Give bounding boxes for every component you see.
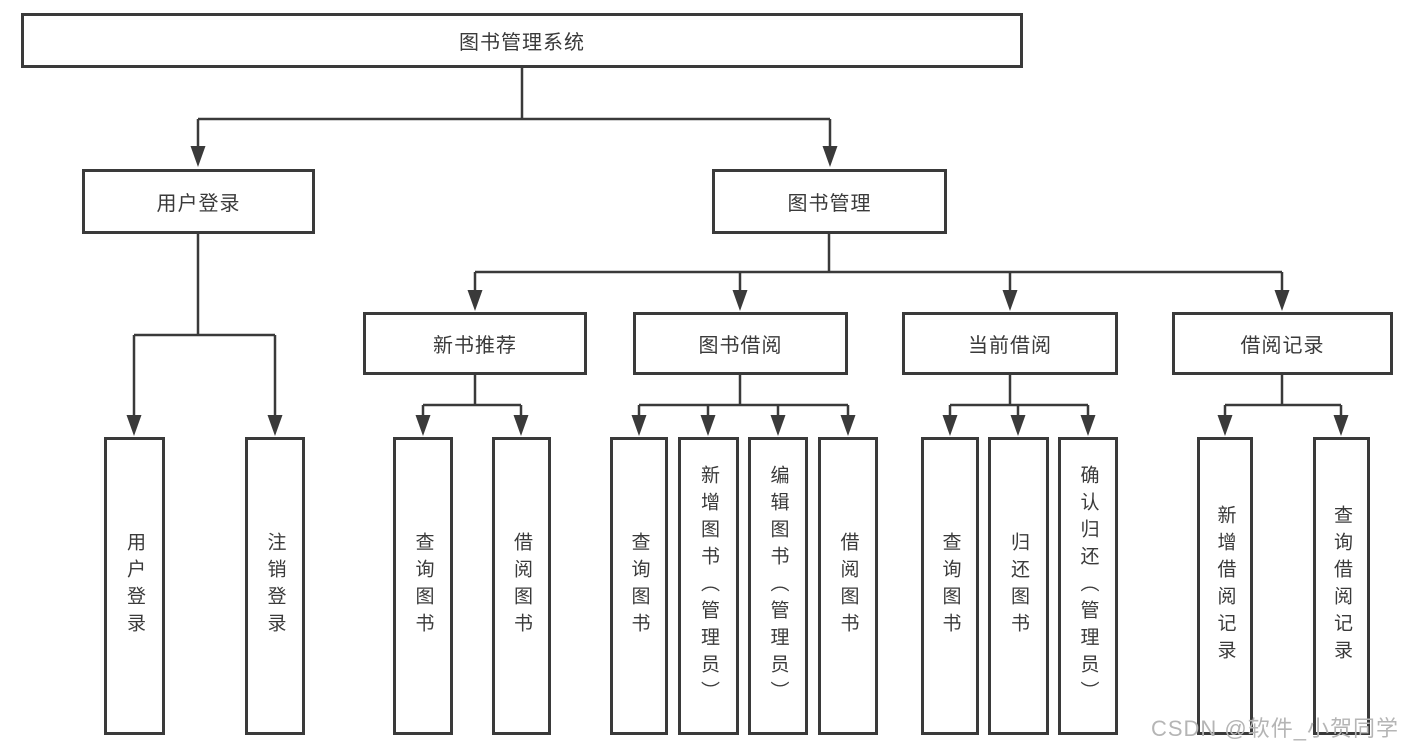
leaf-query-borrow-record-label: 查询借阅记录 [1331,505,1352,667]
node-user-login-label: 用户登录 [156,193,241,215]
leaf-user-login-label: 用户登录 [124,532,145,640]
watermark: CSDN @软件_小贺同学 [1150,716,1399,741]
connector-borrow-record-group [1223,375,1343,420]
connector-user-login-group [132,234,277,420]
arrowheads [126,146,1349,436]
leaf-confirm-return-admin: 确认归还（管理员） [1058,437,1118,735]
leaf-edit-books-admin: 编辑图书（管理员） [748,437,808,735]
leaf-query-books-borrow-label: 查询图书 [628,532,650,640]
leaf-return-books: 归还图书 [988,437,1049,735]
connector-root-to-level2 [196,68,832,150]
leaf-borrow-books-label: 借阅图书 [837,532,859,640]
leaf-edit-books-admin-label: 编辑图书（管理员） [767,464,789,708]
leaf-add-borrow-record: 新增借阅记录 [1197,437,1253,735]
leaf-query-borrow-record: 查询借阅记录 [1313,437,1370,735]
node-book-borrow-label: 图书借阅 [698,335,783,357]
leaf-return-books-label: 归还图书 [1008,532,1029,640]
leaf-borrow-books-recommend: 借阅图书 [492,437,551,735]
node-root: 图书管理系统 [21,13,1023,68]
connector-book-borrow-group [637,375,850,420]
leaf-logout-label: 注销登录 [264,532,286,640]
leaf-query-books-recommend-label: 查询图书 [412,532,434,640]
node-new-book-recommend-label: 新书推荐 [433,335,517,357]
leaf-query-books-borrow: 查询图书 [610,437,668,735]
connector-current-borrow-group [948,375,1090,420]
node-user-login: 用户登录 [82,169,315,234]
node-borrow-records: 借阅记录 [1172,312,1393,375]
leaf-query-books-recommend: 查询图书 [393,437,453,735]
leaf-add-books-admin-label: 新增图书（管理员） [698,464,719,708]
leaf-add-borrow-record-label: 新增借阅记录 [1214,505,1236,667]
node-current-borrow-label: 当前借阅 [968,335,1052,357]
leaf-query-books-current-label: 查询图书 [939,532,961,640]
leaf-borrow-books-recommend-label: 借阅图书 [511,532,532,640]
node-borrow-records-label: 借阅记录 [1240,335,1325,357]
leaf-logout: 注销登录 [245,437,305,735]
leaf-confirm-return-admin-label: 确认归还（管理员） [1077,464,1099,708]
leaf-borrow-books: 借阅图书 [818,437,878,735]
node-current-borrow: 当前借阅 [902,312,1118,375]
node-book-borrow: 图书借阅 [633,312,848,375]
connector-new-book-group [421,375,523,420]
node-book-management: 图书管理 [712,169,947,234]
connector-book-management-group [473,234,1284,295]
node-root-label: 图书管理系统 [459,32,585,54]
leaf-user-login: 用户登录 [104,437,165,735]
node-new-book-recommend: 新书推荐 [363,312,587,375]
leaf-add-books-admin: 新增图书（管理员） [678,437,739,735]
node-book-management-label: 图书管理 [787,193,872,215]
leaf-query-books-current: 查询图书 [921,437,979,735]
